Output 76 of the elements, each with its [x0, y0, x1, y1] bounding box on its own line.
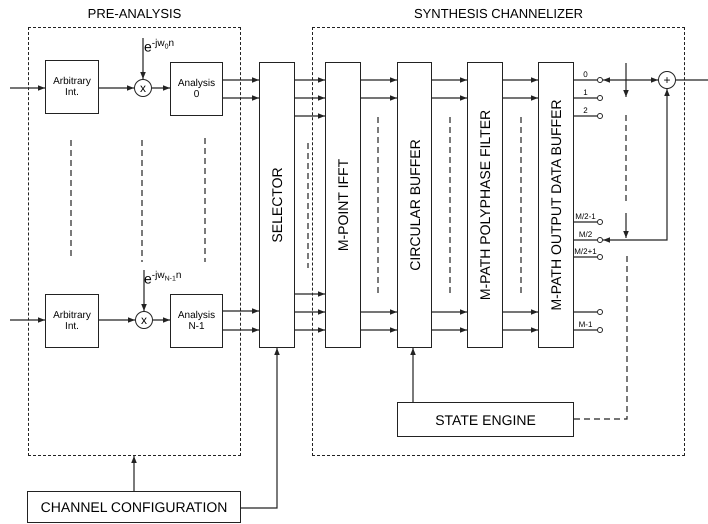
- arrow: [432, 77, 467, 83]
- arrow: [241, 348, 280, 509]
- arrow: [432, 95, 467, 101]
- arrow: [295, 95, 325, 101]
- arrow: [295, 309, 325, 315]
- process-box: Arbitrary Int.: [45, 60, 99, 114]
- edge-label: M/2-1: [575, 212, 596, 221]
- connector-line: [574, 256, 597, 258]
- process-box: CIRCULAR BUFFER: [397, 62, 432, 348]
- arrow: [361, 77, 397, 83]
- edge-label: M/2+1: [574, 247, 597, 256]
- operator-circle: +: [658, 71, 676, 89]
- arrow: [503, 77, 538, 83]
- arrow: [223, 77, 259, 83]
- arrow: [295, 327, 325, 333]
- switch-terminal: [597, 219, 603, 225]
- arrow: [361, 327, 397, 333]
- operator-circle: x: [135, 311, 153, 329]
- connector-line: [574, 79, 597, 81]
- arrow: [295, 113, 325, 119]
- switch-terminal: [597, 327, 603, 333]
- arrow: [503, 309, 538, 315]
- arrow: [131, 456, 137, 491]
- connector-line: [574, 97, 597, 99]
- arrow: [140, 38, 146, 79]
- process-box: M-POINT IFFT: [325, 62, 361, 348]
- control-line: [574, 255, 628, 420]
- connector-line: [574, 311, 597, 313]
- edge-label: 1: [583, 88, 588, 97]
- arrow: [223, 327, 259, 333]
- arrow: [223, 95, 259, 101]
- switch-terminal: [597, 309, 603, 315]
- arrow: [99, 317, 135, 323]
- switch-terminal: [597, 237, 603, 243]
- arrow: [432, 309, 467, 315]
- process-box: Analysis 0: [170, 62, 223, 116]
- arrow: [432, 327, 467, 333]
- process-box: M-PATH POLYPHASE FILTER: [467, 62, 503, 348]
- arrow: [295, 291, 325, 297]
- arrow: [603, 77, 658, 83]
- arrow: [10, 85, 45, 91]
- switch-terminal: [597, 77, 603, 83]
- process-box: Arbitrary Int.: [45, 294, 99, 348]
- edge-label: M/2: [578, 230, 592, 239]
- edge-label: M-1: [578, 320, 592, 329]
- connector-line: [574, 115, 597, 117]
- connector-line: [574, 221, 597, 223]
- operator-circle: x: [134, 79, 152, 97]
- process-box: M-PATH OUTPUT DATA BUFFER: [538, 62, 574, 348]
- edge-label: 2: [583, 106, 588, 115]
- arrow: [141, 270, 147, 311]
- connector-line: [574, 329, 597, 331]
- arrow: [361, 95, 397, 101]
- switch-terminal: [597, 113, 603, 119]
- arrow: [99, 85, 134, 91]
- process-box: STATE ENGINE: [397, 402, 574, 437]
- arrow: [295, 77, 325, 83]
- process-box: CHANNEL CONFIGURATION: [27, 491, 241, 523]
- group-title: SYNTHESIS CHANNELIZER: [412, 6, 584, 21]
- switch-terminal: [597, 254, 603, 260]
- connector-line: [676, 79, 708, 81]
- process-box: SELECTOR: [259, 62, 295, 348]
- connector-line: [574, 239, 597, 241]
- arrow: [503, 95, 538, 101]
- arrow: [503, 327, 538, 333]
- arrow: [410, 348, 416, 402]
- arrow: [153, 317, 170, 323]
- arrow: [361, 309, 397, 315]
- arrow: [223, 308, 259, 314]
- arrow: [603, 89, 670, 243]
- process-box: Analysis N-1: [170, 294, 223, 348]
- arrow: [10, 317, 45, 323]
- switch-terminal: [597, 95, 603, 101]
- arrow: [152, 85, 170, 91]
- group-title: PRE-ANALYSIS: [86, 6, 182, 21]
- edge-label: 0: [583, 70, 588, 79]
